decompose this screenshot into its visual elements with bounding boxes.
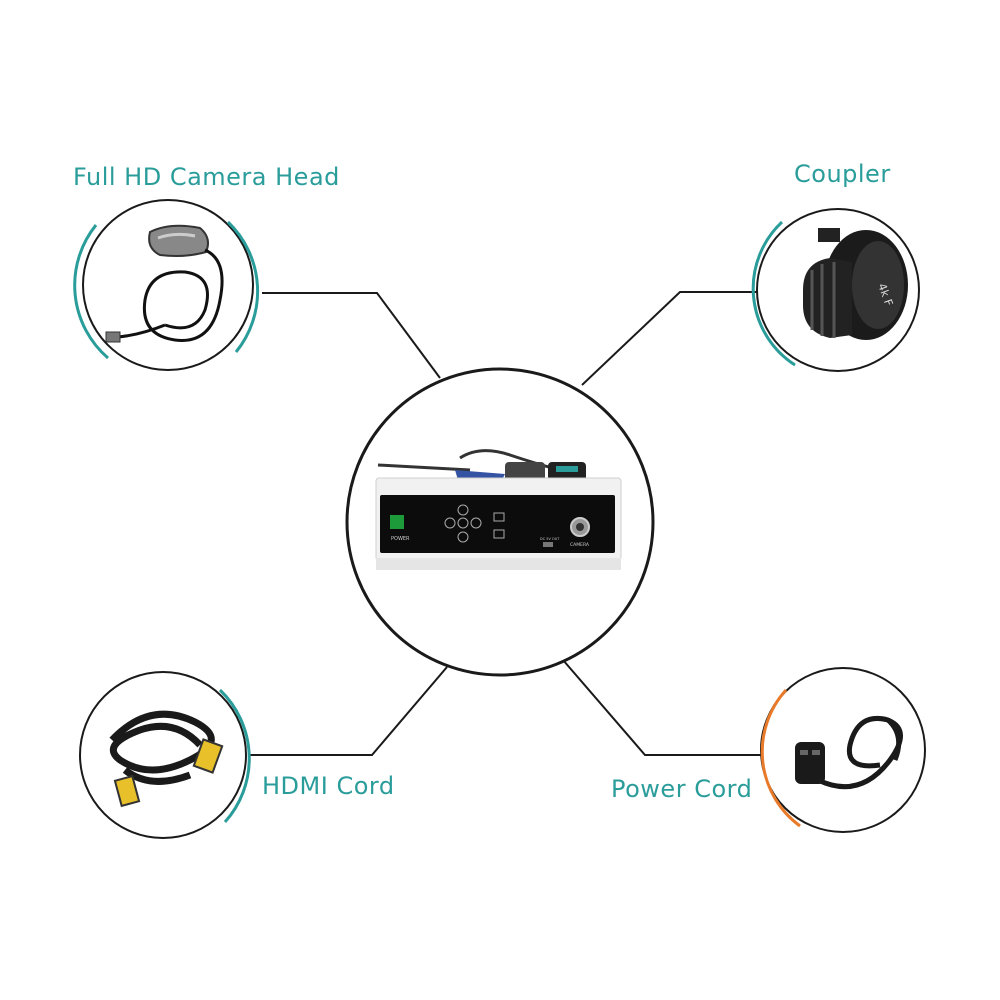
connector-camera-head	[262, 292, 441, 379]
label-hdmi-cord: HDMI Cord	[262, 772, 395, 800]
camera-control-unit-icon: POWER CAMERA DC 5V OUT	[375, 449, 622, 570]
hdmi-cord-icon	[109, 710, 224, 808]
connector-hdmi	[248, 666, 448, 756]
power-label: POWER	[391, 536, 410, 542]
dc-out-label: DC 5V OUT	[540, 537, 560, 541]
camera-head-arc-left	[73, 224, 109, 360]
power-cord-arc	[760, 688, 801, 828]
coupler-arc	[751, 220, 796, 367]
camera-head-icon	[105, 224, 224, 343]
connector-power	[562, 659, 770, 756]
connector-coupler	[581, 291, 765, 386]
label-coupler: Coupler	[794, 160, 891, 188]
hdmi-circle	[79, 671, 247, 839]
hdmi-arc	[218, 688, 251, 824]
label-power-cord: Power Cord	[611, 775, 753, 803]
connector-lines	[248, 291, 770, 756]
camera-label: CAMERA	[570, 542, 590, 548]
camera-head-arc-right	[226, 220, 260, 353]
label-camera-head: Full HD Camera Head	[73, 163, 340, 191]
power-cord-icon	[795, 716, 903, 790]
coupler-icon: 4k F	[803, 228, 908, 340]
